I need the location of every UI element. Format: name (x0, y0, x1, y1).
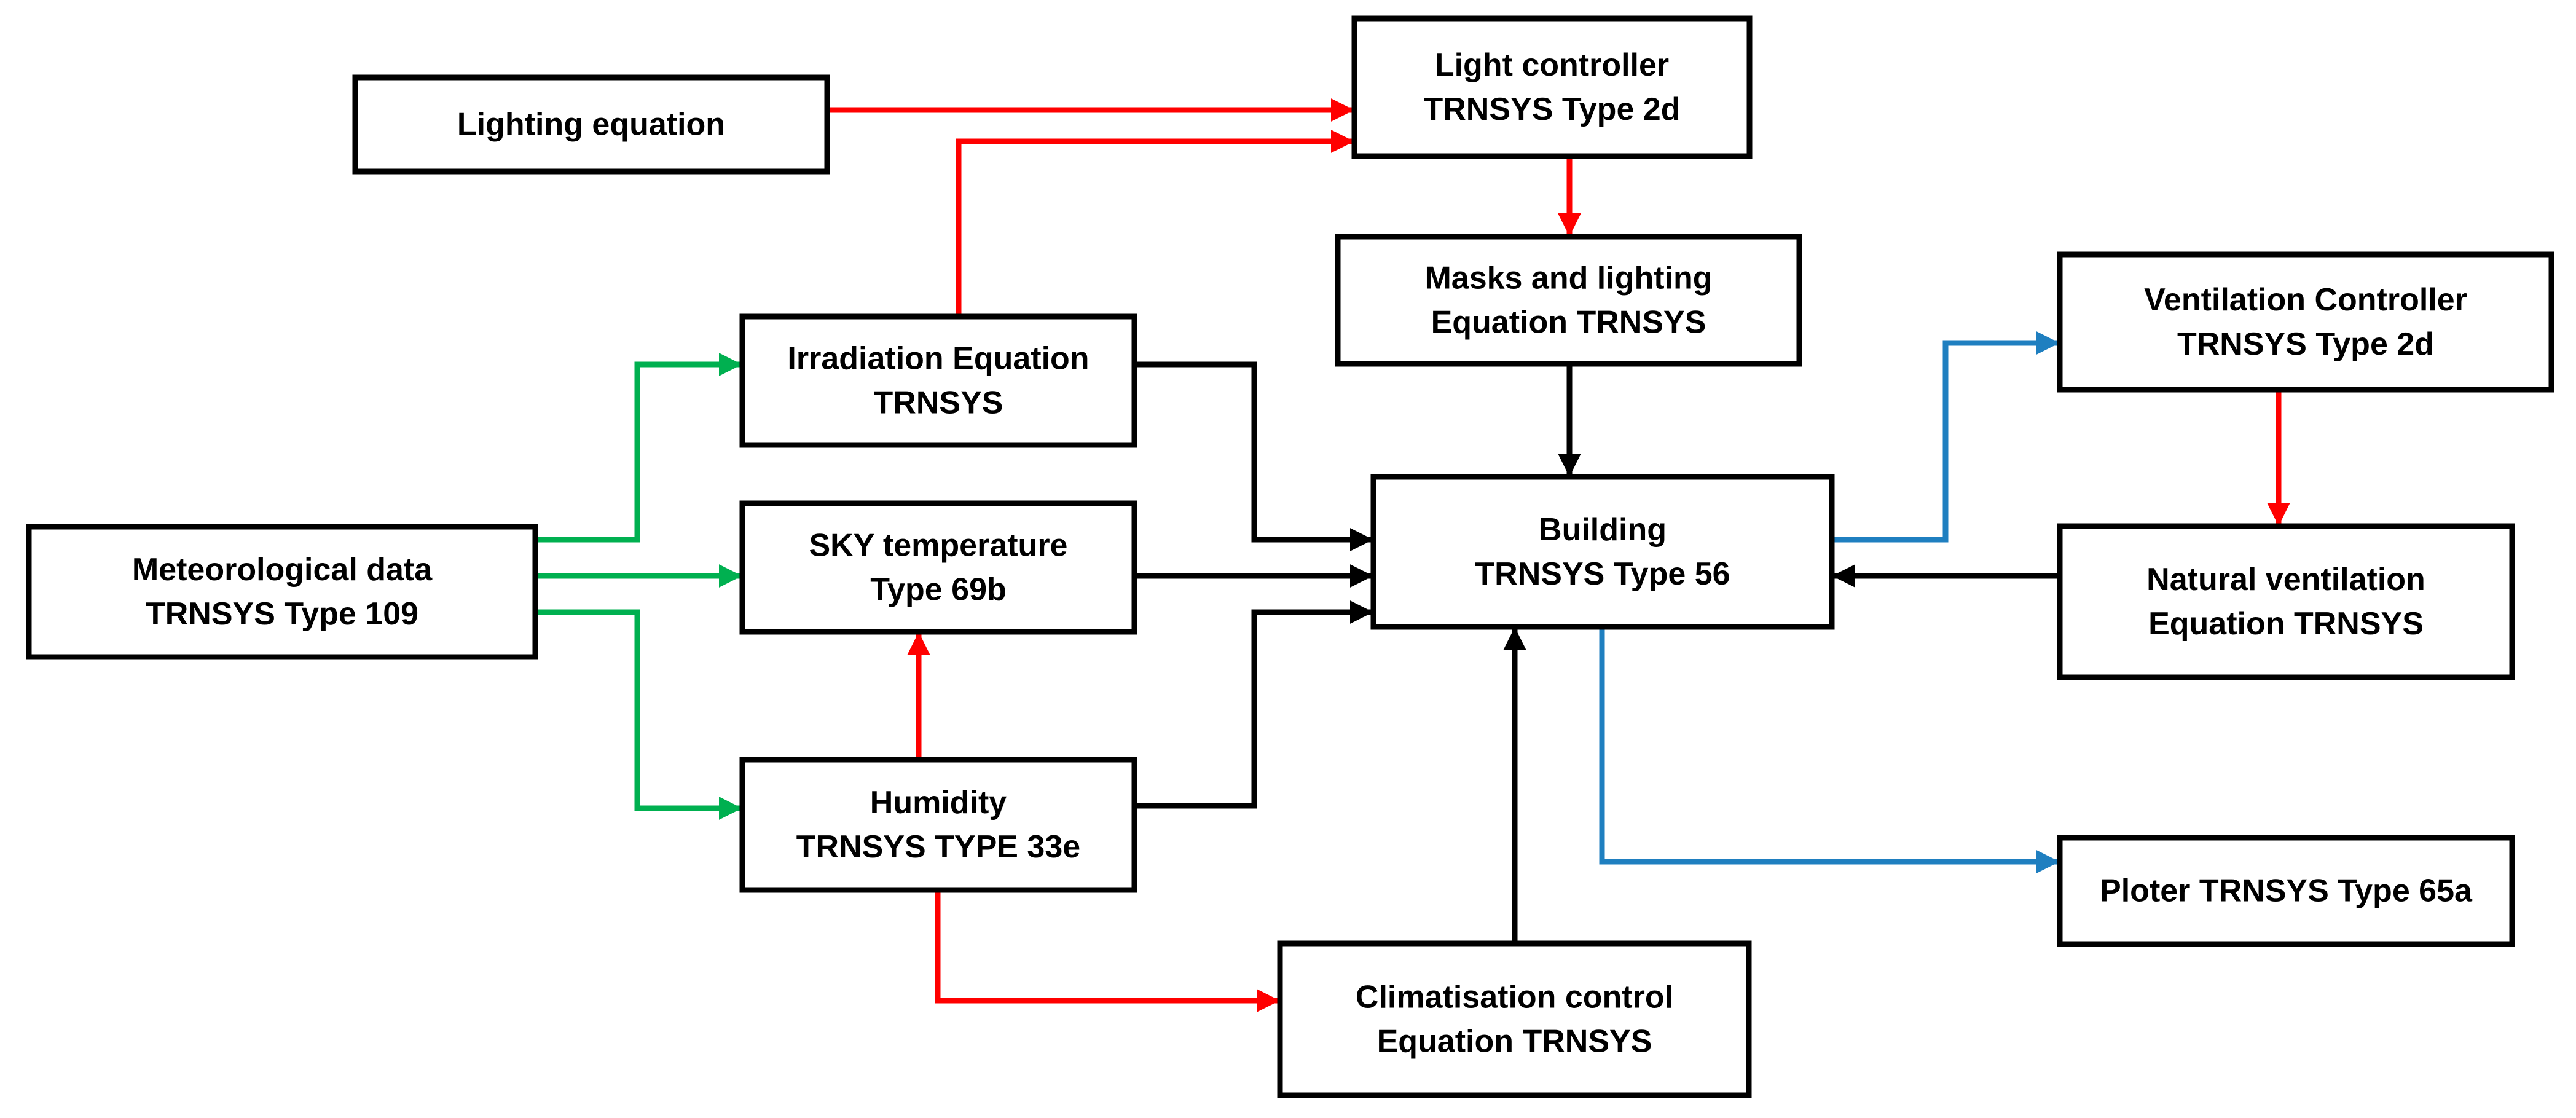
arrow-irradiation-to-light-controller (956, 130, 1354, 317)
box-label-line: Ventilation Controller (2144, 282, 2467, 318)
box-label-line: Irradiation Equation (787, 341, 1089, 377)
arrow-meteorological-to-humidity (535, 609, 742, 820)
box-label-line: Humidity (870, 785, 1007, 821)
box-layer: Lighting equation Light controllerTRNSYS … (26, 15, 2554, 1098)
box-lighting-equation: Lighting equation (352, 74, 830, 175)
box-frame (739, 757, 1137, 893)
box-label-line: Meteorological data (132, 552, 433, 588)
box-frame (2057, 251, 2554, 393)
arrow-humidity-to-building (1134, 600, 1373, 809)
box-frame (1370, 474, 1835, 630)
box-label-line: Equation TRNSYS (1431, 305, 1706, 341)
box-label-line: Light controller (1435, 47, 1669, 83)
box-frame (739, 500, 1137, 635)
box-label-line: Equation TRNSYS (1377, 1024, 1652, 1060)
arrow-building-to-ventilation-controller (1832, 331, 2060, 543)
box-label-line: Building (1539, 512, 1667, 548)
box-label-line: TRNSYS (874, 385, 1003, 421)
box-frame (1351, 15, 1753, 159)
box-label-line: TRNSYS Type 2d (2177, 326, 2434, 362)
arrow-meteorological-to-irradiation (535, 353, 742, 543)
box-label-line: SKY temperature (809, 528, 1068, 564)
box-label-line: Climatisation control (1356, 980, 1673, 1015)
arrow-humidity-to-climatisation (935, 890, 1280, 1012)
box-label-line: Masks and lighting (1424, 261, 1712, 296)
box-label-line: Lighting equation (457, 107, 725, 143)
arrow-building-to-ploter (1599, 627, 2060, 873)
connector-layer (535, 98, 2290, 1012)
box-label-line: Natural ventilation (2146, 562, 2425, 597)
box-label-line: TRNSYS TYPE 33e (796, 829, 1080, 865)
box-label-line: Type 69b (870, 572, 1007, 608)
box-label-line: Equation TRNSYS (2148, 606, 2424, 642)
arrow-irradiation-to-building (1134, 361, 1373, 551)
box-label-line: Ploter TRNSYS Type 65a (2100, 873, 2473, 909)
box-frame (739, 313, 1137, 448)
box-label-line: TRNSYS Type 56 (1475, 556, 1730, 592)
box-frame (1335, 234, 1802, 367)
box-frame (2057, 523, 2515, 680)
box-frame (2057, 835, 2515, 947)
box-label-line: TRNSYS Type 2d (1423, 92, 1680, 127)
box-frame (352, 74, 830, 175)
box-frame (26, 524, 538, 660)
box-ploter: Ploter TRNSYS Type 65a (2057, 835, 2515, 947)
box-frame (1277, 940, 1752, 1098)
box-label-line: TRNSYS Type 109 (146, 596, 418, 632)
